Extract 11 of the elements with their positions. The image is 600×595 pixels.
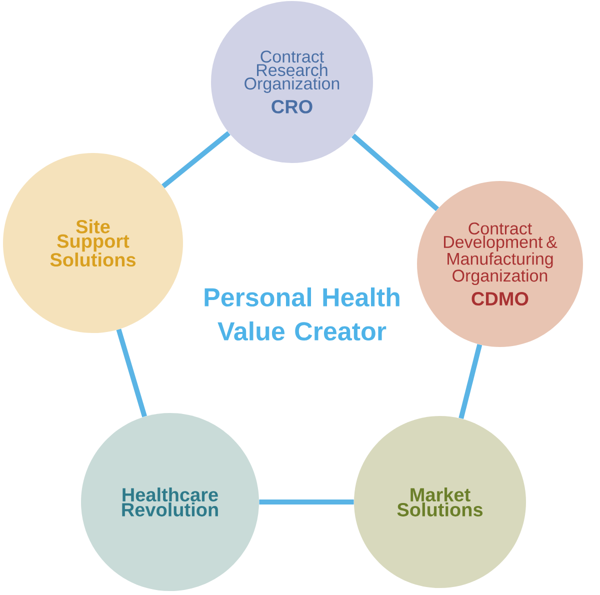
centre-title: Personal Health Value Creator (204, 287, 400, 341)
circle-node: Contract Development & Manufacturing Organization CDMO (417, 181, 583, 347)
circle-node: Market Solutions (354, 416, 526, 588)
connector-line (116, 328, 147, 418)
circle-node: Site Support Solutions (3, 153, 183, 333)
circle-node: Contract Research Organization CRO (211, 1, 373, 163)
circle-node: Healthcare Revolution (81, 413, 259, 591)
connector-line (458, 344, 482, 420)
connector-line (162, 131, 230, 188)
connector-line (351, 134, 440, 212)
connector-line (259, 500, 354, 504)
